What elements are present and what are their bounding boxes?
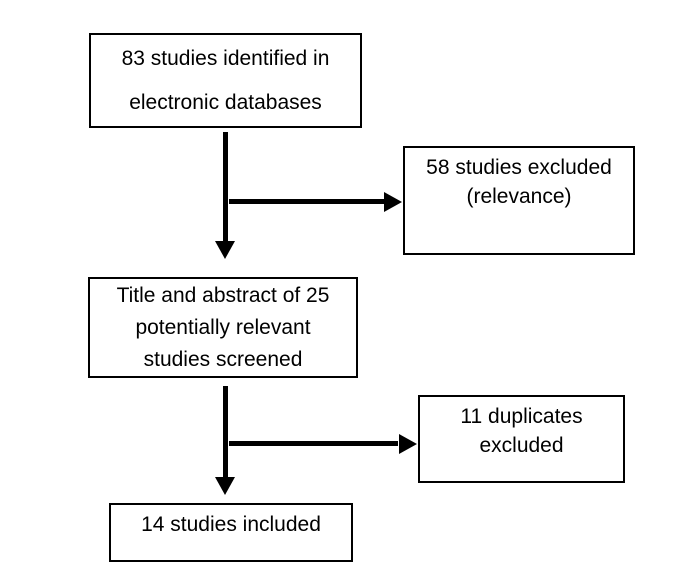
node-duplicates-excluded: 11 duplicates excluded	[418, 395, 625, 483]
node-studies-identified: 83 studies identified in electronic data…	[89, 33, 362, 128]
arrow-identified-to-screened-line	[223, 132, 228, 242]
node-studies-included: 14 studies included	[109, 503, 353, 562]
arrow-screened-to-duplicates-head	[399, 434, 417, 454]
node-studies-identified-line-1: 83 studies identified in	[121, 46, 330, 70]
node-duplicates-excluded-line-1: 11 duplicates	[460, 405, 583, 428]
arrow-screened-to-duplicates-line	[229, 441, 398, 446]
arrow-identified-to-excluded-head	[384, 192, 402, 212]
node-studies-excluded-relevance-line-2: (relevance)	[466, 185, 572, 208]
node-studies-excluded-relevance-line-1: 58 studies excluded	[426, 156, 612, 179]
node-studies-screened-line-2: potentially relevant	[135, 315, 311, 339]
node-studies-screened: Title and abstract of 25 potentially rel…	[88, 277, 358, 378]
arrow-screened-to-included-head	[215, 477, 235, 495]
arrow-identified-to-excluded-line	[229, 199, 385, 204]
node-studies-included-line-1: 14 studies included	[141, 513, 321, 536]
node-studies-screened-line-3: studies screened	[143, 347, 303, 371]
node-studies-screened-line-1: Title and abstract of 25	[116, 283, 330, 307]
node-studies-identified-line-2: electronic databases	[129, 90, 322, 114]
node-duplicates-excluded-line-2: excluded	[479, 434, 564, 457]
arrow-screened-to-included-line	[223, 386, 228, 478]
arrow-identified-to-screened-head	[215, 241, 235, 259]
node-studies-excluded-relevance: 58 studies excluded (relevance)	[403, 146, 635, 255]
